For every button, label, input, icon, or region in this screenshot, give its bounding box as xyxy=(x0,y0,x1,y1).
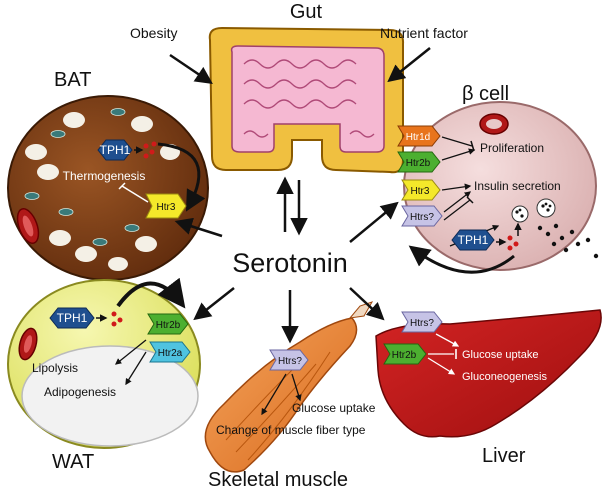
svg-text:Htr2b: Htr2b xyxy=(406,158,431,169)
beta-htr1d-receptor: Htr1d xyxy=(397,125,441,147)
liver-htr2b-receptor: Htr2b xyxy=(383,343,427,365)
liver-organ xyxy=(375,309,602,438)
bat-htr3-receptor: Htr3 xyxy=(145,193,187,219)
wat-label: WAT xyxy=(52,451,94,473)
arrow-to-bat xyxy=(174,217,223,238)
beta-htr3-arrow xyxy=(441,183,472,191)
beta-htr3-receptor: Htr3 xyxy=(401,179,441,201)
svg-text:Htr2a: Htr2a xyxy=(158,348,183,359)
obesity-arrow xyxy=(169,53,213,84)
arrow-to-liver xyxy=(349,287,385,321)
serotonin-label: Serotonin xyxy=(232,248,348,278)
wat-tph1-badge: TPH1 xyxy=(49,307,95,329)
beta-curved-arrow xyxy=(408,245,515,274)
nutrient-arrow xyxy=(387,47,431,83)
beta-htr2b-arrow xyxy=(441,148,476,161)
svg-text:Htr2b: Htr2b xyxy=(156,320,181,331)
nutrient-factor-label: Nutrient factor xyxy=(380,25,468,41)
beta-tph1-badge: TPH1 xyxy=(451,229,495,251)
skeletal-muscle-label: Skeletal muscle xyxy=(208,469,348,491)
svg-text:Htr3: Htr3 xyxy=(411,186,430,197)
wat-adipogenesis-label: Adipogenesis xyxy=(44,385,116,399)
liver-gluconeogenesis-label: Gluconeogenesis xyxy=(462,371,548,383)
wat-htr2a-receptor: Htr2a xyxy=(149,341,191,363)
beta-htrs-inhibit xyxy=(443,199,471,221)
beta-proliferation-label: Proliferation xyxy=(480,141,544,155)
svg-text:Htr1d: Htr1d xyxy=(406,132,430,143)
liver-htrs-receptor: Htrs? xyxy=(401,311,443,333)
svg-text:Htrs?: Htrs? xyxy=(410,212,434,223)
bat-curved-arrow xyxy=(157,142,206,212)
svg-text:TPH1: TPH1 xyxy=(458,233,489,247)
wat-htr2b-receptor: Htr2b xyxy=(147,313,189,335)
liver-label: Liver xyxy=(482,445,526,467)
svg-text:Htr3: Htr3 xyxy=(157,202,176,213)
beta-serotonin-dots xyxy=(507,235,519,251)
svg-text:TPH1: TPH1 xyxy=(57,311,88,325)
beta-htr2b-receptor: Htr2b xyxy=(397,151,441,173)
beta-htrs-arrow xyxy=(443,191,472,213)
svg-text:Htr2b: Htr2b xyxy=(392,350,417,361)
arrow-to-wat xyxy=(193,287,235,321)
svg-text:Htrs?: Htrs? xyxy=(410,318,434,329)
wat-curved-arrow xyxy=(116,277,186,309)
muscle-fiber-type-label: Change of muscle fiber type xyxy=(216,423,366,437)
beta-cell xyxy=(403,101,599,271)
gut-label: Gut xyxy=(290,1,323,23)
bat-thermogenesis-label: Thermogenesis xyxy=(63,169,146,183)
gut-organ xyxy=(208,26,405,174)
muscle-glucose-uptake-label: Glucose uptake xyxy=(292,401,376,415)
arrow-to-beta-cell xyxy=(349,201,399,243)
bat-inhibition-bar xyxy=(118,182,126,190)
svg-text:Htrs?: Htrs? xyxy=(278,356,302,367)
obesity-label: Obesity xyxy=(130,25,177,41)
bat-inhibition-line xyxy=(121,185,149,203)
bat-cell xyxy=(7,95,209,281)
svg-text:TPH1: TPH1 xyxy=(100,143,131,157)
beta-cell-label: β cell xyxy=(462,83,509,105)
liver-glucose-uptake-label: Glucose uptake xyxy=(462,349,538,361)
skeletal-muscle-organ xyxy=(204,301,374,473)
bat-serotonin-dots xyxy=(143,141,157,159)
beta-htr1d-inhibit xyxy=(441,136,473,147)
wat-lipolysis-label: Lipolysis xyxy=(32,361,78,375)
beta-htrs-receptor: Htrs? xyxy=(401,205,443,227)
bat-label: BAT xyxy=(54,69,91,91)
bat-tph1-badge: TPH1 xyxy=(97,139,133,161)
beta-insulin-secretion-label: Insulin secretion xyxy=(474,179,561,193)
muscle-htrs-receptor: Htrs? xyxy=(269,349,309,371)
wat-serotonin-dots xyxy=(111,311,123,327)
